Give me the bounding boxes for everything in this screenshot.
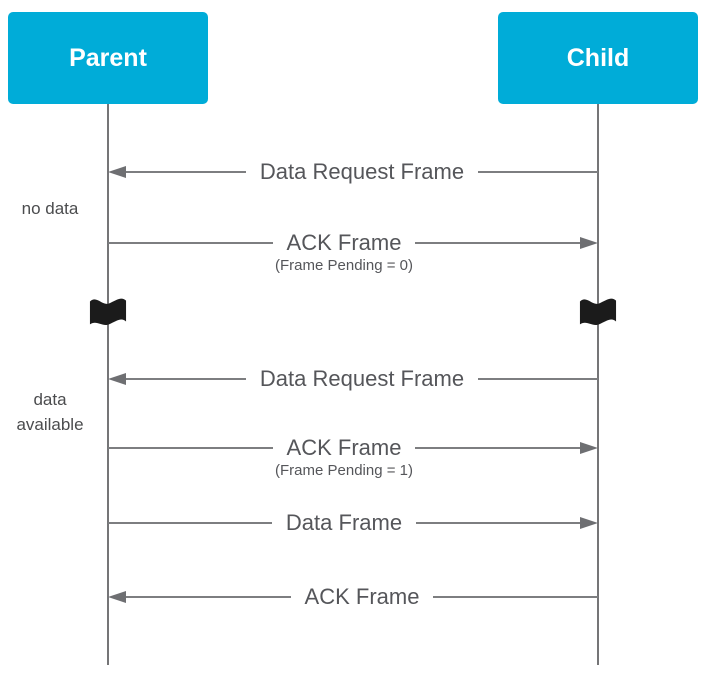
actor-box-parent: Parent: [8, 12, 208, 104]
flag-icon: [579, 298, 617, 326]
arrowhead-right-icon: [580, 237, 599, 249]
arrowhead-left-icon: [108, 591, 126, 603]
actor-label-child: Child: [566, 43, 630, 72]
flag-icon: [89, 298, 127, 326]
message-sublabel: (Frame Pending = 0): [275, 257, 413, 274]
message-label: ACK Frame: [304, 584, 420, 609]
actor-box-child: Child: [498, 12, 698, 104]
message-label: Data Request Frame: [259, 159, 465, 184]
message-label: ACK Frame: [286, 230, 402, 255]
side-note-no-data: no data: [21, 199, 79, 218]
message-label: ACK Frame: [286, 435, 402, 460]
message-label: Data Frame: [285, 510, 403, 535]
lifeline-child: [597, 104, 599, 665]
arrowhead-left-icon: [108, 373, 126, 385]
message-sublabel: (Frame Pending = 1): [275, 462, 413, 479]
side-note-data-available: data available: [16, 390, 84, 434]
arrowhead-right-icon: [580, 517, 598, 529]
message-label: Data Request Frame: [259, 366, 465, 391]
arrowhead-left-icon: [108, 166, 126, 178]
actor-label-parent: Parent: [69, 43, 147, 72]
arrowhead-right-icon: [580, 442, 599, 454]
